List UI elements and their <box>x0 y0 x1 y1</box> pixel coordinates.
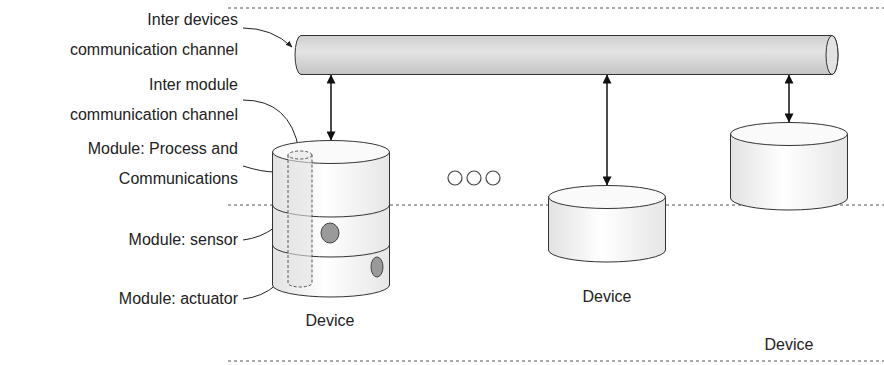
cylinder-outline <box>730 122 848 210</box>
device-label: Device <box>583 282 632 312</box>
device-cylinder: Device <box>730 122 848 210</box>
ellipsis-dots <box>448 171 500 185</box>
cylinder-outline <box>548 185 666 262</box>
module-band: Module: Process and Communications <box>272 140 390 205</box>
callout-label: Inter module communication channel <box>43 70 238 130</box>
cylinder-outline <box>295 35 838 75</box>
dashed-boundaries <box>228 8 884 361</box>
channel-label: Inter devices communication channel <box>43 5 238 65</box>
device-label: Device <box>306 306 355 336</box>
module-label: Module: actuator <box>43 284 238 314</box>
cylinder-outline <box>272 140 390 297</box>
device-label: Device <box>765 330 814 360</box>
double-arrow <box>330 75 332 140</box>
double-arrow <box>606 75 608 185</box>
module-label: Module: sensor <box>43 225 238 255</box>
device-cylinder: Device <box>548 185 666 262</box>
channel-cylinder: Inter devices communication channel <box>295 35 838 75</box>
double-arrow <box>788 75 790 122</box>
module-band: Module: actuator <box>272 245 390 297</box>
device-stack: DeviceModule: Process and Communications… <box>272 140 390 297</box>
module-label: Module: Process and Communications <box>43 134 238 194</box>
module-band: Module: sensor <box>272 205 390 245</box>
